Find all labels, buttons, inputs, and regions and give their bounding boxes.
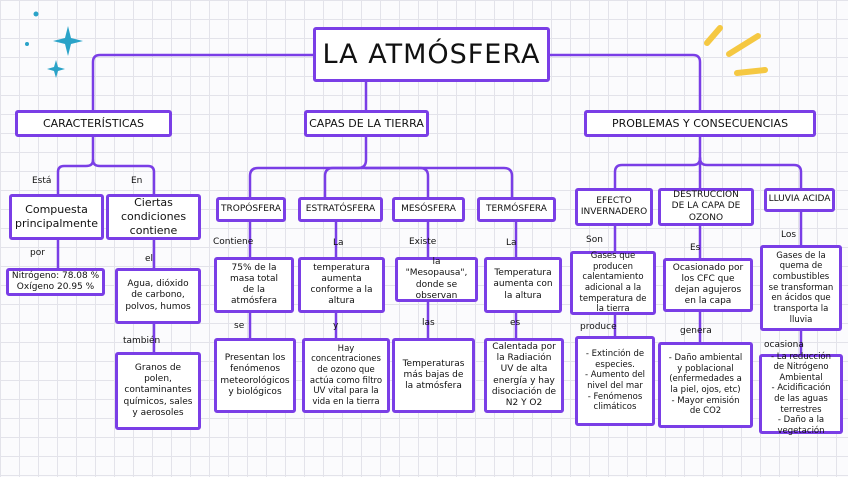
- box-estratosfera: ESTRATÓSFERA: [298, 197, 383, 222]
- label-en: En: [131, 176, 143, 186]
- label-ocasiona: ocasiona: [764, 340, 804, 350]
- label-esta: Está: [32, 176, 52, 186]
- label-tambien: también: [123, 336, 161, 346]
- box-mesosfera: MESÓSFERA: [392, 197, 465, 222]
- box-termosfera-temperatura: Temperatura aumenta con la altura: [484, 257, 562, 313]
- label-son: Son: [586, 235, 603, 245]
- box-lluvia-acida: LLUVIA ACIDA: [764, 188, 835, 212]
- label-es-ozono: Es: [690, 243, 701, 253]
- label-por: por: [30, 248, 45, 258]
- label-es: es: [510, 318, 521, 328]
- accent-dashes-icon: [704, 25, 768, 76]
- box-estratosfera-temperatura: temperatura aumenta conforme a la altura: [298, 257, 385, 313]
- label-se: se: [234, 321, 245, 331]
- label-los: Los: [781, 230, 797, 240]
- label-la-termosfera: La: [506, 238, 517, 248]
- box-lluvia-consecuencias: - La reducción de Nitrógeno Ambiental - …: [759, 352, 843, 436]
- box-lluvia-gases: Gases de la quema de combustibles se tra…: [760, 245, 842, 331]
- sparkle-icon: [47, 26, 83, 78]
- label-produce: produce: [580, 322, 617, 332]
- label-existe: Existe: [409, 237, 437, 247]
- box-destruccion-ozono: DESTRUCCION DE LA CAPA DE OZONO: [658, 188, 754, 226]
- label-contiene: Contiene: [213, 237, 254, 247]
- box-ozono-cfc: Ocasionado por los CFC que dejan agujero…: [663, 258, 753, 312]
- label-genera: genera: [680, 326, 712, 336]
- box-agua: Agua, dióxido de carbono, polvos, humos: [115, 268, 201, 324]
- box-troposfera-fenomenos: Presentan los fenómenos meteorológicos y…: [214, 338, 296, 413]
- box-ozono-consecuencias: - Daño ambiental y poblacional (enfermed…: [658, 342, 753, 428]
- box-troposfera: TROPÓSFERA: [216, 197, 286, 222]
- label-las: las: [422, 318, 435, 328]
- header-capas: CAPAS DE LA TIERRA: [304, 110, 429, 137]
- header-caracteristicas: CARACTERÍSTICAS: [15, 110, 172, 137]
- box-termosfera: TERMÓSFERA: [477, 197, 556, 222]
- box-efecto-gases: Gases que producen calentamiento adicion…: [570, 251, 656, 315]
- box-mesosfera-mesopausa: la "Mesopausa", donde se observan: [395, 257, 478, 302]
- header-problemas: PROBLEMAS Y CONSECUENCIAS: [584, 110, 816, 137]
- page-title: LA ATMÓSFERA: [313, 27, 550, 82]
- box-termosfera-radiacion: Calentada por la Radiación UV de alta en…: [484, 338, 564, 413]
- box-granos: Granos de polen, contaminantes químicos,…: [115, 352, 201, 430]
- label-el: el: [145, 254, 154, 264]
- box-compuesta: Compuesta principalmente: [9, 194, 104, 240]
- box-efecto-consecuencias: - Extinción de especies. - Aumento del n…: [575, 336, 655, 426]
- box-ciertas-condiciones: Ciertas condiciones contiene: [106, 194, 201, 240]
- box-troposfera-masa: 75% de la masa total de la atmósfera: [214, 257, 294, 313]
- label-y: y: [333, 321, 339, 331]
- box-estratosfera-ozono: Hay concentraciones de ozono que actúa c…: [302, 338, 390, 413]
- box-gases: Nitrógeno: 78.08 % Oxígeno 20.95 %: [6, 268, 105, 296]
- label-la-estratosfera: La: [333, 238, 344, 248]
- box-mesosfera-temperaturas: Temperaturas más bajas de la atmósfera: [392, 338, 475, 413]
- box-efecto-invernadero: EFECTO INVERNADERO: [575, 188, 653, 226]
